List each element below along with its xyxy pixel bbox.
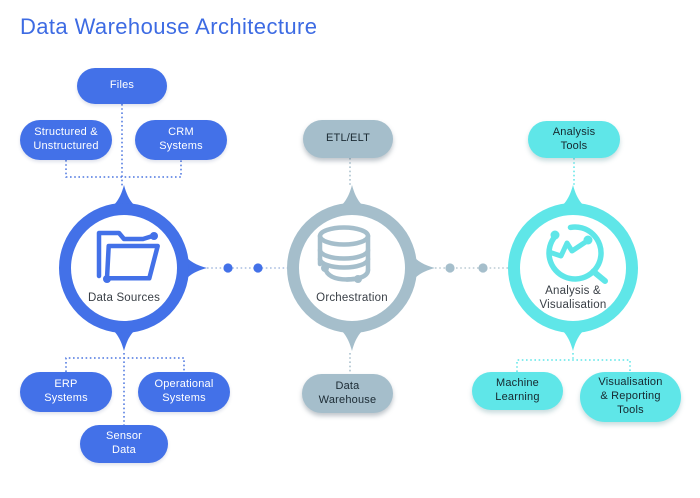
node-analysis-visualisation: Analysis & Visualisation — [485, 180, 661, 356]
open-folder-icon — [96, 230, 160, 283]
pill-structured-unstructured: Structured & Unstructured — [20, 120, 112, 160]
node-data-sources: Data Sources — [36, 180, 212, 356]
database-icon — [317, 225, 371, 283]
analysis-hub-graphic — [508, 185, 638, 351]
page-title: Data Warehouse Architecture — [20, 14, 318, 39]
pill-data-warehouse: Data Warehouse — [302, 374, 393, 413]
node-orchestration: Orchestration — [264, 180, 440, 356]
blue-connector-lines — [65, 104, 185, 425]
pill-sensor-data: Sensor Data — [80, 425, 168, 463]
pill-etl-elt: ETL/ELT — [303, 120, 393, 158]
magnifier-chart-icon — [546, 224, 608, 284]
hub-spikes — [549, 185, 597, 351]
link-bead-dot — [223, 263, 233, 273]
hub-spikes — [328, 185, 435, 351]
pill-files: Files — [77, 68, 167, 104]
hub-spikes — [100, 185, 207, 351]
orchestration-to-analysis-link — [435, 263, 508, 273]
link-bead-dot — [253, 263, 263, 273]
node-label-analysis-visualisation: Analysis & Visualisation — [539, 285, 607, 311]
pill-erp-systems: ERP Systems — [20, 372, 112, 412]
pill-crm-systems: CRM Systems — [135, 120, 227, 160]
pill-machine-learning: Machine Learning — [472, 372, 563, 410]
pill-analysis-tools: Analysis Tools — [528, 121, 620, 158]
link-bead-dot — [478, 263, 488, 273]
node-label-orchestration: Orchestration — [316, 292, 388, 305]
link-bead-dot — [445, 263, 455, 273]
cyan-connector-lines — [516, 158, 631, 372]
node-label-data-sources: Data Sources — [87, 292, 161, 305]
orchestration-hub-graphic — [287, 185, 435, 351]
pill-visualisation-reporting-tools: Visualisation & Reporting Tools — [580, 372, 681, 422]
data-sources-hub-graphic — [59, 185, 207, 351]
pill-operational-systems: Operational Systems — [138, 372, 230, 412]
data-sources-to-orchestration-link — [207, 263, 290, 273]
